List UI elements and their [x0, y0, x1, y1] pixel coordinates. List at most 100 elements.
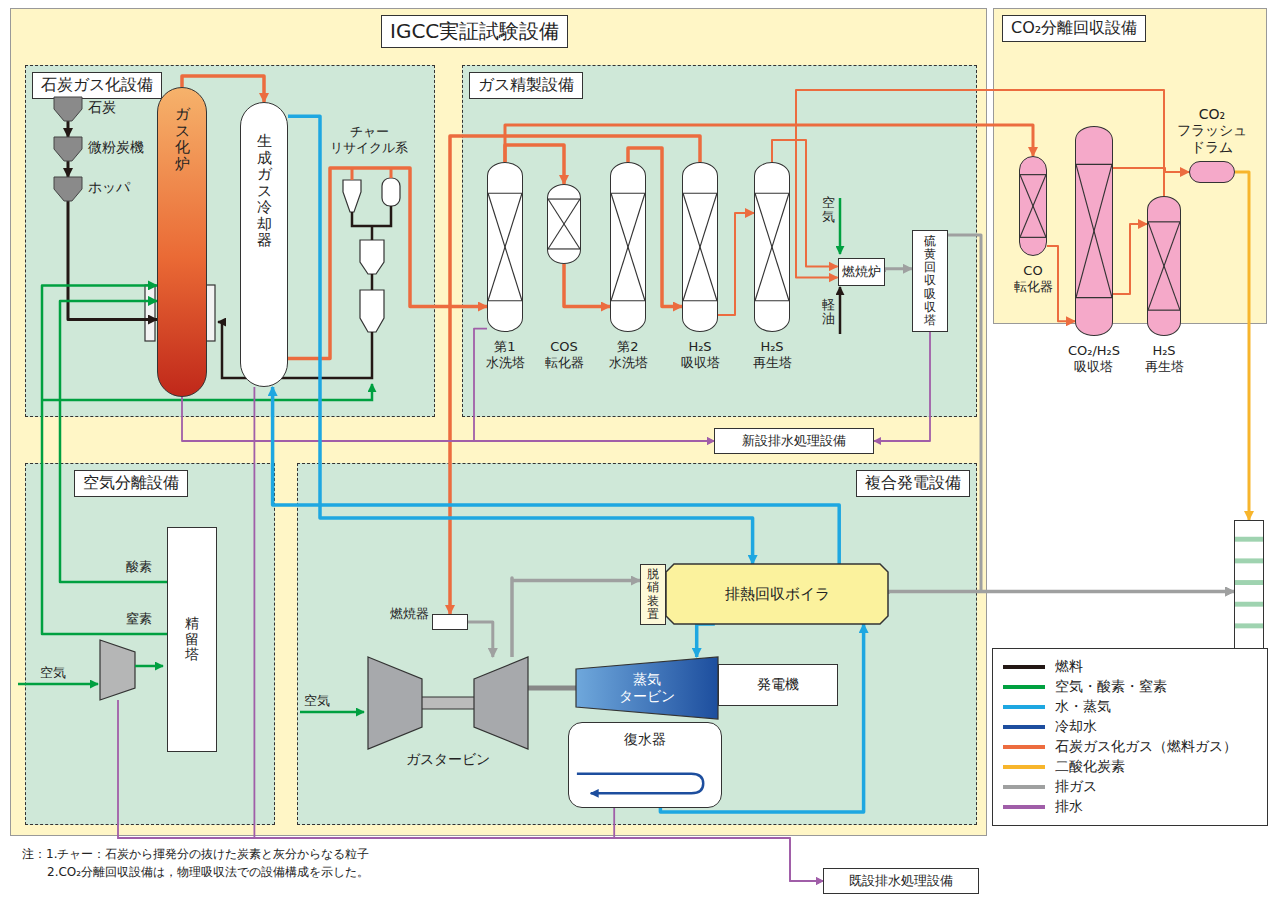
group-title: 空気分離設備	[74, 470, 188, 497]
packing	[1148, 197, 1180, 335]
equipment-label: 排熱回収ボイラ	[725, 585, 830, 604]
process-box: 新設排水処理設備	[714, 428, 874, 454]
equipment-label: 精留塔	[185, 616, 199, 662]
stream-label: 空気	[822, 196, 835, 225]
flow-line	[182, 76, 264, 102]
flow-line	[772, 140, 838, 266]
drawing-part	[666, 564, 888, 624]
legend-row: 燃料	[1003, 657, 1257, 677]
packing	[1020, 157, 1046, 255]
equipment-label: 第1 水洗塔	[486, 339, 525, 370]
equipment-label: 蒸気 タービン	[619, 671, 675, 705]
equipment-label: ガスタービン	[406, 751, 490, 768]
legend-text: 二酸化炭素	[1055, 758, 1125, 776]
flow-line	[697, 624, 715, 657]
drawing-part	[1020, 174, 1046, 175]
legend-swatch	[1003, 705, 1045, 709]
drawing-part	[611, 193, 645, 301]
air-line	[300, 711, 364, 714]
legend-swatch	[1003, 805, 1045, 809]
flow-line	[1047, 246, 1075, 321]
flow-line	[60, 301, 167, 582]
legend-row: 水・蒸気	[1003, 697, 1257, 717]
gas-cooler: 生成ガス冷却器	[240, 102, 288, 387]
drawing-part	[683, 300, 717, 301]
hopper-shape	[54, 97, 82, 121]
drawing-part	[1235, 623, 1263, 628]
flow-line	[505, 145, 564, 184]
drawing-part	[755, 193, 789, 301]
drawing-part	[755, 300, 789, 301]
equipment-label: 微粉炭機	[88, 139, 144, 157]
drawing-part	[1235, 537, 1263, 542]
legend-row: 排ガス	[1003, 777, 1257, 797]
drawing-part	[683, 193, 717, 301]
steam-turbine: 蒸気 タービン	[576, 657, 718, 719]
drawing-part	[205, 285, 215, 341]
packing	[611, 163, 645, 331]
drawing-part	[548, 199, 580, 249]
process-box: 燃焼炉	[838, 258, 885, 286]
equipment-label: CO₂ フラッシュ ドラム	[1177, 106, 1247, 156]
air-line	[135, 665, 163, 668]
legend-swatch	[1003, 725, 1045, 729]
group-title: ガス精製設備	[469, 72, 583, 99]
drawing-part	[755, 193, 789, 194]
flow-line	[796, 90, 1164, 278]
fuel-oil-line	[839, 287, 842, 334]
tower: 第1 水洗塔	[487, 162, 523, 332]
hopper-shape	[54, 137, 82, 161]
equipment-group: 空気分離設備精留塔	[25, 463, 275, 825]
stream-label: 空気	[304, 692, 330, 710]
legend-swatch	[1003, 745, 1045, 749]
flow-line	[564, 264, 610, 307]
drawing-part	[611, 193, 645, 301]
process-box: 硫黄回収吸収塔	[912, 230, 948, 332]
condenser: 復水器	[568, 722, 722, 808]
equipment-label: 石炭	[88, 99, 116, 117]
legend-swatch	[1003, 785, 1045, 789]
drawing-part	[382, 178, 400, 206]
equipment-label: 既設排水処理設備	[849, 872, 953, 890]
flow-line	[505, 125, 1033, 162]
legend-swatch	[1003, 665, 1045, 669]
flow-line	[67, 121, 70, 137]
drawing-part	[548, 198, 580, 199]
drawing-part	[548, 199, 580, 249]
drawing-part	[1076, 164, 1112, 165]
flow-line	[628, 148, 682, 307]
drawing-part	[360, 290, 384, 332]
drawing-part	[360, 240, 384, 274]
tower: 第2 水洗塔	[610, 162, 646, 332]
drawing-part	[611, 193, 645, 301]
stack: 煙突	[1234, 520, 1264, 650]
legend-row: 石炭ガス化ガス（燃料ガス）	[1003, 737, 1257, 757]
stream-label: 空気	[40, 664, 66, 682]
nitrogen-line	[42, 384, 372, 400]
coal-hopper: 微粉炭機	[54, 137, 82, 161]
equipment-label: 燃焼器	[390, 605, 429, 623]
facility-region: IGCC実証試験設備石炭ガス化設備石炭微粉炭機ホッパガス化炉生成ガス冷却器ガス精…	[10, 8, 987, 836]
drawing-part	[54, 177, 82, 201]
legend-text: 空気・酸素・窒素	[1055, 678, 1167, 696]
drain-line	[118, 700, 790, 838]
drawing-part	[548, 199, 580, 249]
legend-text: 燃料	[1055, 658, 1083, 676]
flash-drum: CO₂ フラッシュ ドラム	[1189, 161, 1235, 183]
drawing-part	[611, 300, 645, 301]
flow-line	[273, 387, 840, 564]
flow-line	[528, 686, 576, 691]
drawing-part	[611, 193, 645, 194]
tower: H₂S 吸収塔	[682, 162, 718, 332]
note-text: 2.CO₂分離回収設備は，物理吸収法での設備構成を示した。	[47, 864, 369, 881]
stream-label: 窒素	[126, 610, 152, 628]
equipment-label: 硫黄回収吸収塔	[924, 235, 936, 327]
heat-recovery-boiler: 排熱回収ボイラ	[666, 564, 888, 624]
coal-hopper: 石炭	[54, 97, 82, 121]
drawing-part	[1148, 310, 1180, 311]
drawing-part	[1148, 222, 1180, 310]
drawing-part	[1076, 164, 1112, 297]
drawing-part	[218, 322, 372, 378]
flow-line	[67, 161, 70, 177]
drawing-part	[54, 97, 82, 121]
